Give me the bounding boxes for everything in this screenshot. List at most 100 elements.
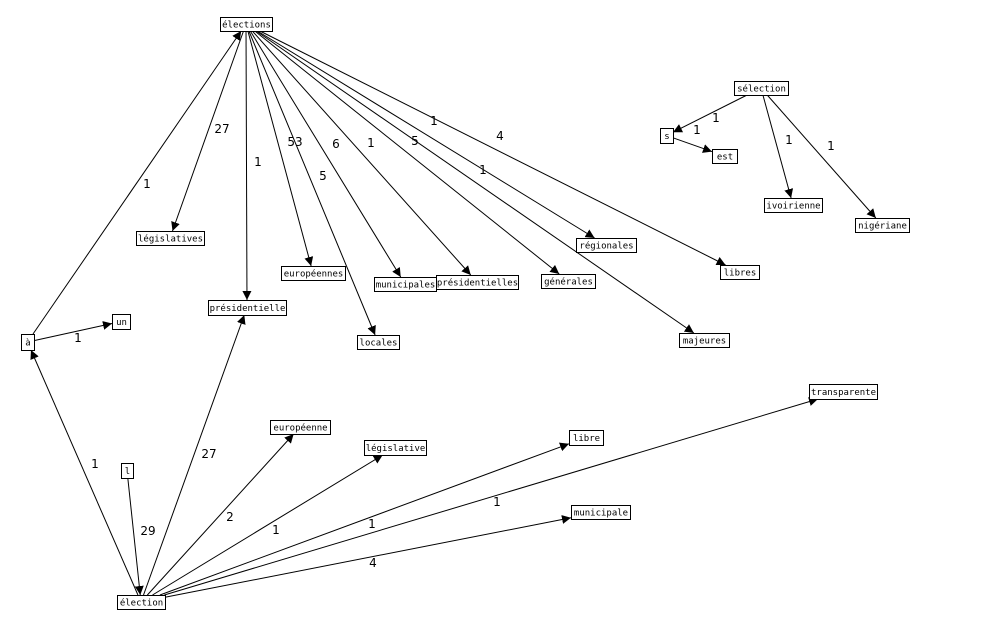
node-legislatives: législatives [136,231,205,246]
node-label: est [717,153,733,163]
edge-weight-election-to-municipale: 4 [369,556,377,570]
node-est: est [712,149,738,164]
node-label: majeures [683,337,726,347]
node-majeures: majeures [679,333,730,348]
node-label: générales [544,277,593,288]
edge-elections-to-municipales [249,30,402,278]
node-un: un [112,314,131,330]
edge-weight-elections-to-locales: 5 [319,169,327,183]
edge-weight-selection-to-nigeriane: 1 [827,139,835,153]
edge-selection-to-nigeriane [766,94,877,219]
node-presidentielle: présidentielle [208,300,287,316]
node-europeennes: européennes [281,266,346,281]
edge-elections-to-europeennes [247,30,314,267]
edge-weight-a-to-elections: 1 [143,177,151,191]
edge-weight-election-to-libre: 1 [368,517,376,531]
edge-elections-to-regionales [257,30,595,239]
edge-weight-elections-to-presidentielles: 1 [367,136,375,150]
node-box [679,333,730,348]
edge-l-to-election [127,477,144,596]
node-box [436,275,519,290]
node-box [208,300,287,316]
node-label: transparente [811,388,876,398]
edge-elections-to-presidentielles [251,30,472,276]
node-regionales: régionales [576,238,637,253]
edge-weight-elections-to-legislatives: 27 [214,122,229,136]
node-box [136,231,205,246]
node-box [720,265,760,280]
edge-weight-election-to-transparente: 1 [493,495,501,509]
node-label: l [125,467,130,477]
node-label: présidentielle [210,303,286,314]
node-a: à [21,334,35,351]
node-box [660,128,674,144]
node-label: municipales [376,281,436,291]
node-box [220,17,273,32]
edge-elections-to-majeures [255,30,695,334]
node-box [121,463,134,479]
node-label: s [664,132,669,142]
node-box [117,595,166,610]
node-label: nigériane [858,221,907,232]
edge-elections-to-presidentielle [242,30,252,301]
node-box [569,430,604,446]
node-box [281,266,346,281]
edge-election-to-municipale [164,515,572,598]
edge-weight-elections-to-europeennes: 53 [287,135,302,149]
nodes-layer: électionslégislativesprésidentielleeurop… [21,17,910,610]
edge-election-to-transparente [164,397,819,596]
edge-s-to-est [672,137,713,153]
edge-election-to-libre [159,442,570,596]
edge-election-to-europeenne [146,433,295,596]
edge-weight-s-to-est: 1 [693,123,701,137]
node-municipale: municipale [571,505,631,520]
node-label: élection [120,598,163,609]
edge-weight-election-to-legislative: 1 [272,523,280,537]
edge-selection-to-s [672,94,748,133]
node-label: sélection [737,84,786,95]
edge-elections-to-legislatives [171,30,244,232]
edge-elections-to-libres [259,30,726,266]
node-ivoirienne: ivoirienne [764,198,823,213]
node-box [576,238,637,253]
edge-a-to-elections [32,30,242,335]
node-libres: libres [720,265,760,280]
node-nigeriane: nigériane [855,218,910,233]
node-label: régionales [579,241,633,252]
edge-weight-l-to-election: 29 [140,524,155,538]
node-legislative: législative [364,440,427,456]
node-label: européenne [273,423,327,434]
node-s: s [660,128,674,144]
edge-elections-to-generales [254,30,560,275]
node-generales: générales [541,274,596,289]
node-presidentielles: présidentielles [436,275,519,290]
node-label: un [116,318,127,328]
node-box [809,384,878,400]
edge-election-to-a [30,349,139,596]
node-label: libres [724,269,757,279]
node-box [21,334,35,351]
node-libre: libre [569,430,604,446]
node-box [855,218,910,233]
node-label: législative [366,443,426,454]
edge-weight-elections-to-municipales: 6 [332,137,340,151]
edge-weight-a-to-un: 1 [74,331,82,345]
node-box [357,335,400,350]
edge-elections-to-locales [248,30,376,336]
node-label: à [25,339,30,349]
node-label: libre [573,434,600,444]
edge-election-to-legislative [152,454,383,596]
node-box [734,81,789,96]
node-label: ivoirienne [766,202,820,212]
node-label: municipale [574,509,628,519]
edge-weight-election-to-europeenne: 2 [226,510,234,524]
edge-weight-elections-to-presidentielle: 1 [254,155,262,169]
node-label: européennes [284,269,344,280]
edge-weight-selection-to-s: 1 [712,111,720,125]
edge-weight-elections-to-generales: 5 [411,134,419,148]
node-elections: élections [220,17,273,32]
edges-layer [30,30,877,598]
node-l: l [121,463,134,479]
